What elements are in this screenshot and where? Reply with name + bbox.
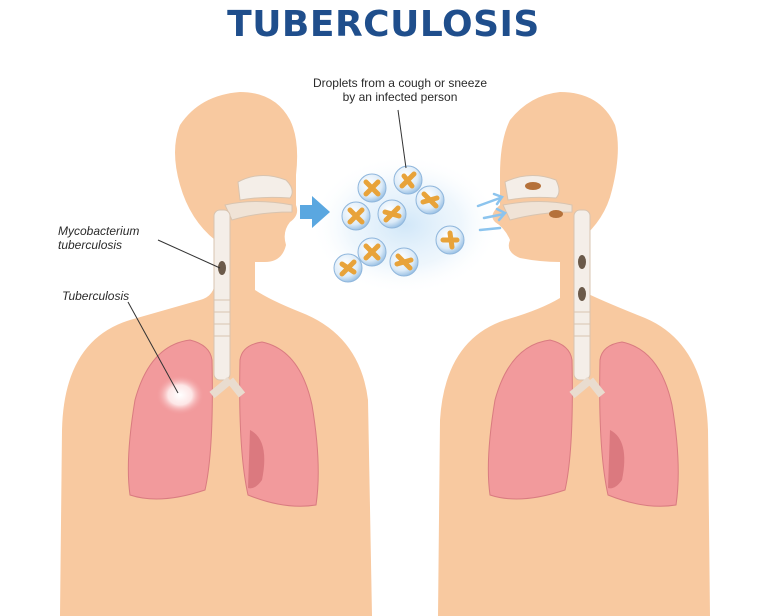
droplet [358, 174, 386, 202]
droplets-label: Droplets from a cough or sneeze by an in… [300, 76, 500, 104]
droplet [334, 254, 362, 282]
left-trachea [214, 210, 230, 380]
bacterium-in-nose [525, 182, 541, 190]
droplet [436, 226, 464, 254]
droplets-label-line-1: Droplets from a cough or sneeze [300, 76, 500, 90]
droplet [358, 238, 386, 266]
exposed-person [438, 92, 710, 616]
left-nasal-cavity [238, 175, 292, 200]
mycobacterium-label: Mycobacterium tuberculosis [58, 224, 139, 252]
droplet-cloud [310, 155, 500, 295]
droplet [342, 202, 370, 230]
droplet [416, 186, 444, 214]
tuberculosis-label: Tuberculosis [62, 289, 129, 303]
page-title: TUBERCULOSIS [0, 4, 767, 45]
mycobacterium-leader-line [158, 240, 220, 268]
tuberculosis-lesion [156, 375, 204, 415]
droplets-label-line-2: by an infected person [300, 90, 500, 104]
infected-person [60, 92, 372, 616]
mycobacterium-label-line-1: Mycobacterium [58, 224, 139, 238]
droplet [394, 166, 422, 194]
droplet [378, 200, 406, 228]
mycobacterium-label-line-2: tuberculosis [58, 238, 139, 252]
droplet [390, 248, 418, 276]
tuberculosis-label-text: Tuberculosis [62, 289, 129, 303]
